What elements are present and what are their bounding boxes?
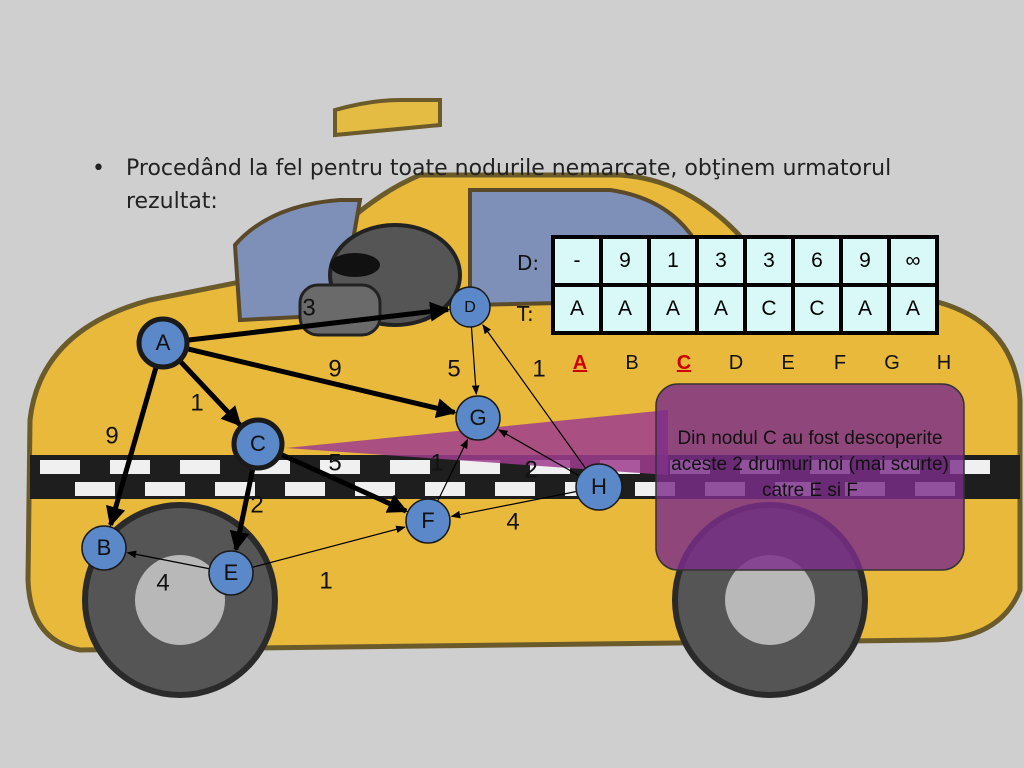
edge-weight-h-f: 4 — [506, 508, 519, 535]
graph-node-a: A — [136, 316, 190, 370]
node-label: E — [224, 560, 239, 585]
node-label: G — [469, 405, 486, 430]
t-cell: A — [699, 287, 743, 331]
column-label-d: D — [728, 352, 744, 374]
node-label: D — [464, 299, 476, 316]
row-label-d: D: — [517, 251, 540, 275]
t-cell: A — [891, 287, 935, 331]
edge-weight-h-g: 2 — [524, 456, 537, 483]
edge-c-e — [229, 466, 256, 552]
edge-h-f — [450, 490, 577, 519]
graph-node-f: F — [405, 498, 451, 544]
t-cell: A — [603, 287, 647, 331]
t-cell: C — [747, 287, 791, 331]
column-label-b: B — [625, 352, 639, 374]
edge-a-d — [186, 301, 451, 343]
d-cell: 9 — [603, 239, 647, 283]
t-cell: A — [555, 287, 599, 331]
graph-node-c: C — [231, 417, 285, 471]
callout-text: Din nodul C au fost descoperite aceste 2… — [671, 428, 949, 501]
node-label: C — [250, 431, 266, 456]
node-label: B — [97, 535, 112, 560]
node-circle — [208, 550, 254, 596]
edge-weight-a-c: 1 — [190, 389, 203, 416]
edge-weight-a-g: 9 — [328, 355, 341, 382]
edge-weight-e-f: 1 — [319, 567, 332, 594]
graph-node-b: B — [81, 525, 127, 571]
node-circle — [575, 463, 623, 511]
column-label-f: F — [833, 352, 847, 374]
row-label-t: T: — [517, 302, 534, 326]
graph-node-g: G — [455, 395, 501, 441]
column-label-h: H — [936, 352, 952, 374]
edge-weight-e-b: 4 — [156, 569, 169, 596]
node-circle — [136, 316, 190, 370]
d-cell: 3 — [699, 239, 743, 283]
edge-h-g — [498, 429, 580, 477]
edge-e-f — [252, 525, 406, 568]
edge-d-g — [470, 326, 480, 396]
d-cell: 3 — [747, 239, 791, 283]
table-row-t: A A A A C C A A — [555, 287, 935, 331]
edge-a-b — [106, 365, 159, 527]
edge-weight-a-d: 3 — [302, 294, 315, 321]
node-circle — [405, 498, 451, 544]
t-cell: A — [843, 287, 887, 331]
callout-bubble — [286, 383, 965, 571]
edge-weight-f-g: 1 — [430, 449, 443, 476]
graph-node-d: D — [449, 286, 491, 328]
d-cell: 1 — [651, 239, 695, 283]
node-label: F — [421, 508, 434, 533]
d-cell: ∞ — [891, 239, 935, 283]
node-circle — [455, 395, 501, 441]
edge-weight-h-d: 1 — [532, 355, 545, 382]
t-cell: C — [795, 287, 839, 331]
table-row-d: - 9 1 3 3 6 9 ∞ — [555, 239, 935, 283]
node-circle — [231, 417, 285, 471]
d-cell: 6 — [795, 239, 839, 283]
distance-table: - 9 1 3 3 6 9 ∞ A A A A C C A A — [551, 235, 939, 335]
t-cell: A — [651, 287, 695, 331]
edge-weight-d-g: 5 — [447, 355, 460, 382]
graph-node-h: H — [575, 463, 623, 511]
d-cell: - — [555, 239, 599, 283]
node-label: A — [156, 330, 171, 355]
edge-f-g — [437, 438, 469, 502]
edge-a-c — [177, 358, 243, 427]
node-label: H — [591, 474, 607, 499]
column-label-g: G — [884, 352, 900, 374]
edge-a-g — [185, 346, 457, 418]
column-label-c: C — [676, 352, 692, 374]
edge-weight-c-e: 2 — [250, 491, 263, 518]
node-circle — [449, 286, 491, 328]
edge-weight-a-b: 9 — [105, 422, 118, 449]
graph-node-e: E — [208, 550, 254, 596]
edge-h-d — [482, 324, 587, 469]
edge-e-b — [126, 550, 210, 570]
bullet-text: Procedând la fel pentru toate nodurile n… — [126, 156, 892, 214]
bullet-marker: • — [92, 156, 105, 181]
edge-weight-c-f: 5 — [328, 449, 341, 476]
d-cell: 9 — [843, 239, 887, 283]
column-label-a: A — [572, 352, 588, 374]
node-circle — [81, 525, 127, 571]
column-label-e: E — [781, 352, 795, 374]
edge-c-f — [278, 451, 408, 514]
